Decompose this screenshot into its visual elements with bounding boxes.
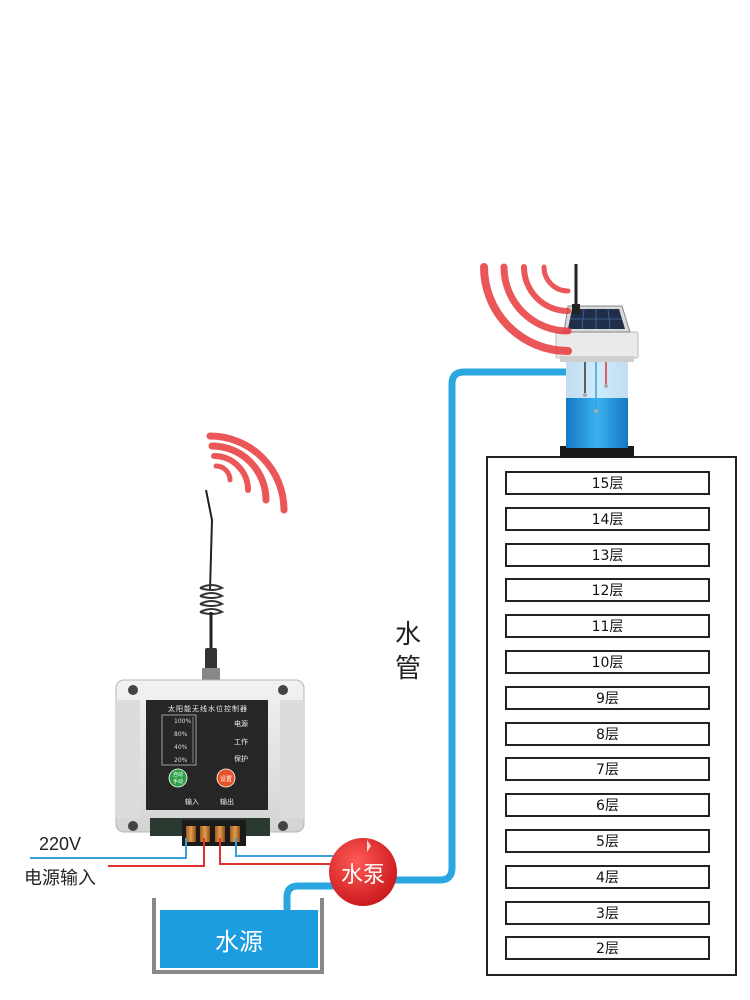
signal-waves-icon-controller	[206, 432, 288, 514]
water-level-sensor-icon	[555, 264, 639, 458]
floor-box: 3层	[505, 900, 710, 925]
water-source-label: 水源	[215, 928, 263, 956]
level-80: 80%	[174, 731, 188, 738]
floor-box: 13层	[505, 542, 710, 567]
power-voltage: 220V	[38, 834, 82, 854]
floor-box: 11层	[505, 614, 710, 639]
floor-box: 15层	[505, 471, 710, 495]
level-20: 20%	[174, 757, 188, 764]
auto-manual-button[interactable]	[168, 768, 188, 788]
signal-waves-icon	[480, 263, 572, 355]
floor-box: 2层	[505, 936, 710, 961]
pump-label: 水泵	[340, 863, 385, 888]
floor-box: 5层	[505, 829, 710, 853]
antenna-icon	[199, 489, 225, 682]
auto-button-label: 自动	[172, 772, 183, 778]
floor-box: 8层	[505, 721, 710, 746]
terminal-out-label: 输出	[220, 798, 234, 806]
pump-icon	[329, 838, 397, 906]
set-button-label: 设置	[219, 776, 232, 783]
power-wires	[30, 838, 335, 867]
power-input-label: 电源输入	[24, 868, 96, 888]
indicator-power: 电源	[234, 720, 248, 728]
level-100: 100%	[174, 718, 192, 725]
water-pipe	[385, 368, 568, 884]
building-outline	[486, 456, 737, 976]
floor-box: 9层	[505, 685, 710, 710]
manual-button-label: 手动	[172, 779, 183, 785]
set-button[interactable]	[216, 768, 236, 788]
water-source-tank	[152, 898, 324, 974]
controller-box	[115, 679, 305, 846]
indicator-protect: 保护	[234, 755, 248, 763]
pipe-label-2: 管	[394, 654, 421, 684]
floor-box: 10层	[505, 650, 710, 674]
solar-panel-icon	[563, 305, 631, 333]
controller-title: 太阳能无线水位控制器	[168, 705, 248, 713]
level-40: 40%	[174, 744, 188, 751]
floor-box: 7层	[505, 757, 710, 782]
floor-box: 12层	[505, 578, 710, 603]
indicator-work: 工作	[234, 738, 248, 746]
pipe-label-1: 水	[394, 620, 421, 650]
source-pipe	[283, 882, 335, 910]
floor-box: 4层	[505, 864, 710, 889]
floor-box: 6层	[505, 793, 710, 818]
terminal-in-label: 输入	[185, 798, 199, 806]
floor-box: 14层	[505, 506, 710, 531]
